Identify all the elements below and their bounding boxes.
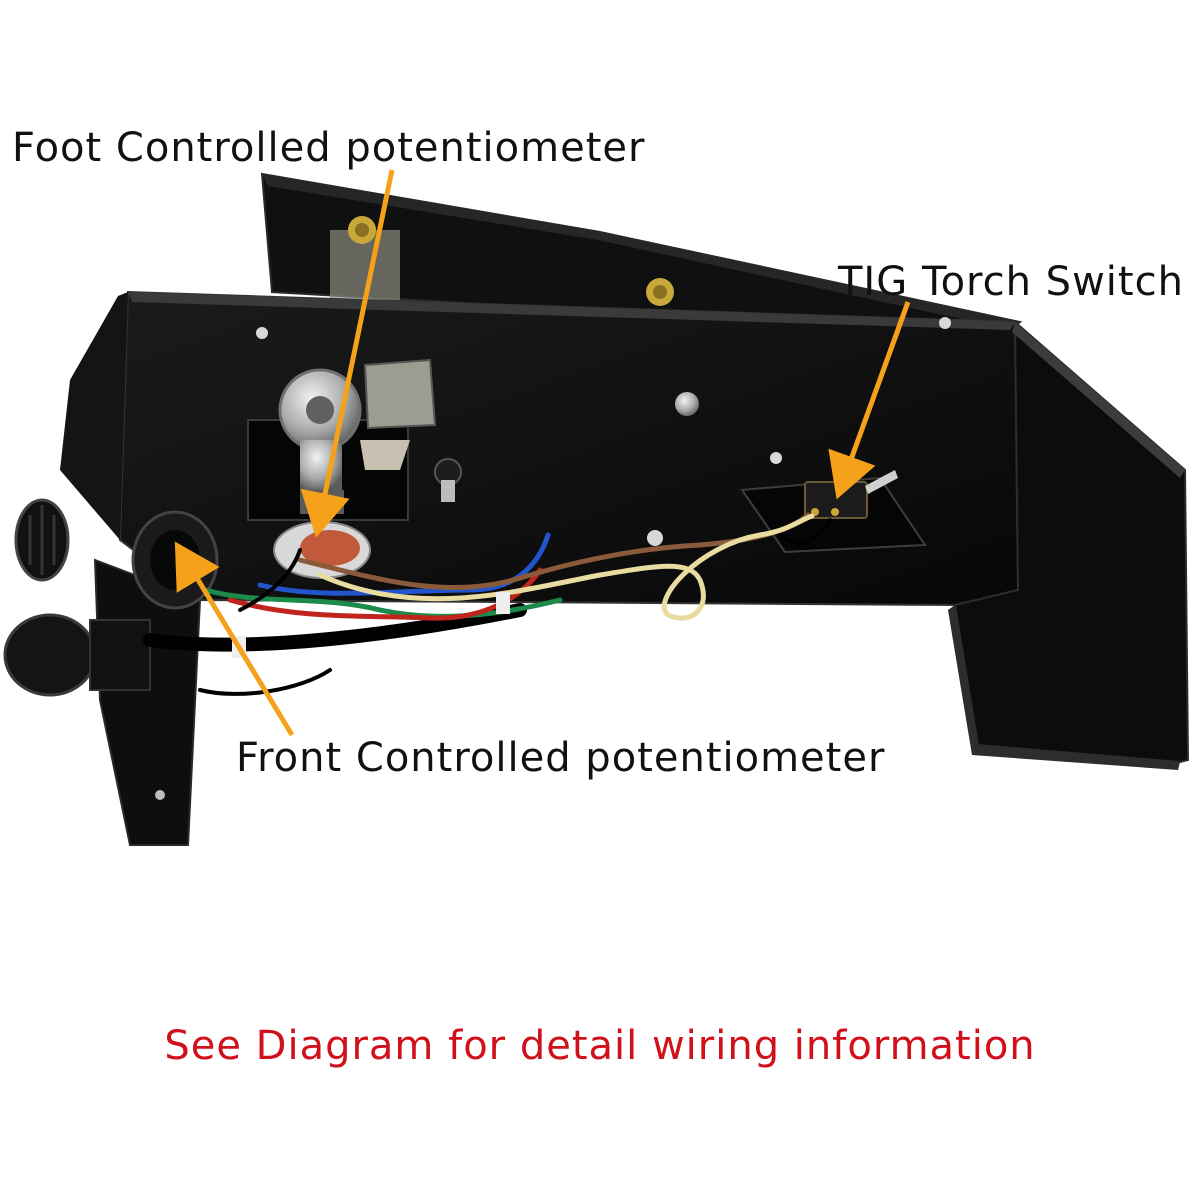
housing-right-wall xyxy=(948,319,1190,770)
arrow-foot-potentiometer xyxy=(300,169,395,538)
panel-screw xyxy=(647,530,663,546)
foot-potentiometer-label: Foot Controlled potentiometer xyxy=(12,125,646,171)
wiring-note: See Diagram for detail wiring informatio… xyxy=(164,1023,1036,1069)
panel-screw xyxy=(155,790,165,800)
panel-screw xyxy=(770,452,782,464)
pivot-bolt xyxy=(646,278,674,306)
panel-screw xyxy=(939,317,951,329)
cable-gland xyxy=(3,613,151,697)
tig-switch-label: TIG Torch Switch xyxy=(838,259,1184,305)
threaded-stud xyxy=(434,458,462,502)
pivot-bolt xyxy=(348,216,376,244)
arrow-front-potentiometer xyxy=(174,541,295,737)
knob-icon xyxy=(14,498,70,582)
cable-tie xyxy=(496,592,510,614)
panel-screw xyxy=(675,392,699,416)
wiring-harness xyxy=(143,512,832,696)
panel-screw xyxy=(256,327,268,339)
arrow-tig-switch xyxy=(828,301,911,500)
front-potentiometer-label: Front Controlled potentiometer xyxy=(236,735,886,781)
